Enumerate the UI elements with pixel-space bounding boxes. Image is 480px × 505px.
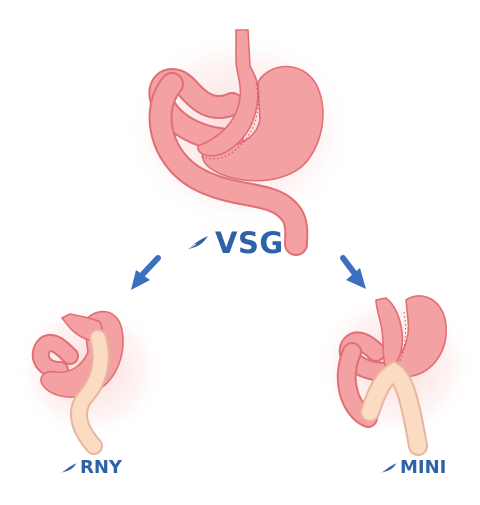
feather-icon bbox=[381, 462, 397, 473]
vsg-label: VSG bbox=[184, 226, 284, 260]
arrow-down-icon bbox=[340, 255, 366, 289]
mini-remnant-stomach bbox=[392, 295, 447, 378]
mini-label: MINI bbox=[380, 457, 446, 478]
mini-stomach-illustration bbox=[315, 290, 475, 456]
mini-label-text: MINI bbox=[400, 457, 447, 478]
arrow-down-icon bbox=[131, 255, 161, 290]
rny-label: RNY bbox=[60, 457, 122, 478]
feather-icon bbox=[61, 462, 77, 473]
rny-stomach-illustration bbox=[15, 300, 165, 455]
vsg-label-text: VSG bbox=[215, 226, 284, 260]
vsg-stomach-illustration bbox=[125, 29, 355, 256]
vsg-sleeve bbox=[197, 29, 259, 157]
rny-label-text: RNY bbox=[80, 457, 122, 478]
vsg-staple-line bbox=[199, 83, 259, 160]
feather-icon bbox=[185, 236, 208, 251]
